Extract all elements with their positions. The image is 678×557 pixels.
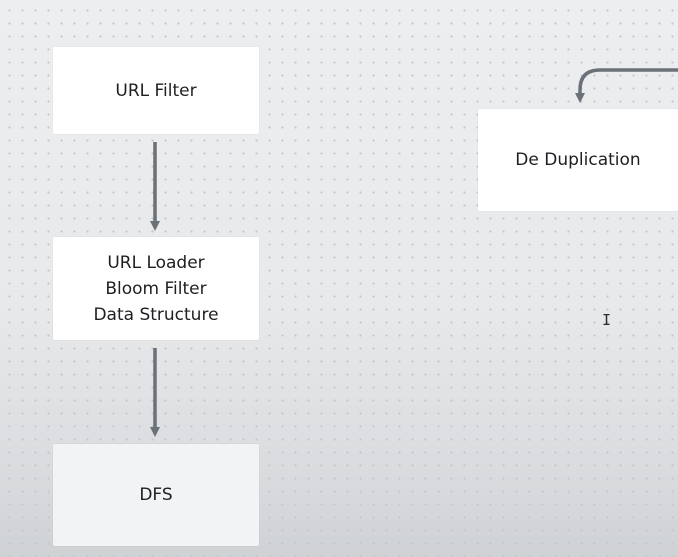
node-url-filter-label: URL Filter (115, 80, 197, 101)
node-url-filter[interactable]: URL Filter (53, 47, 259, 134)
node-url-loader-line-3: Data Structure (93, 304, 219, 325)
edge-offscreen-to-dedup (575, 68, 678, 103)
node-url-loader[interactable]: URL Loader Bloom Filter Data Structure (53, 237, 259, 340)
node-url-loader-line-1: URL Loader (107, 252, 205, 273)
node-de-duplication[interactable]: De Duplication (478, 109, 678, 211)
text-cursor-icon: I (602, 311, 612, 329)
node-url-loader-line-2: Bloom Filter (105, 278, 207, 299)
node-dfs-label: DFS (139, 485, 173, 505)
node-de-duplication-label: De Duplication (515, 150, 641, 170)
node-dfs[interactable]: DFS (53, 444, 259, 546)
